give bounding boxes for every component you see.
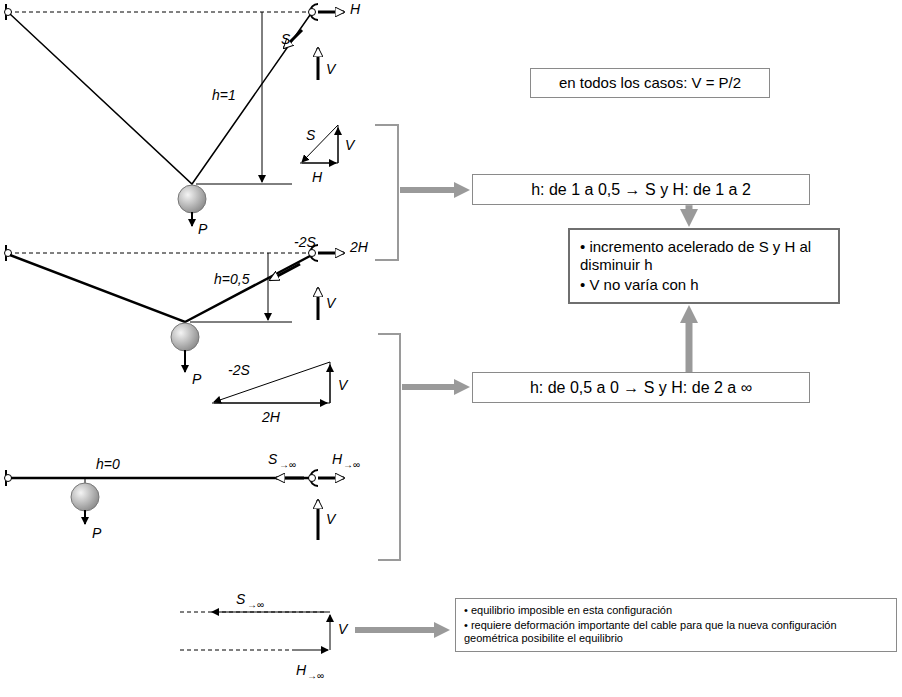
- force-label: -2S: [294, 235, 316, 249]
- text-box: • incremento acelerado de S y H al dismi…: [568, 228, 840, 304]
- box-text: en todos los casos: V = P/2: [539, 74, 761, 92]
- force-label: H: [332, 452, 342, 466]
- force-label: S: [306, 128, 315, 142]
- flow-arrow: [686, 205, 693, 213]
- force-label: H: [296, 663, 306, 677]
- force-label: P: [198, 222, 207, 236]
- force-label: H: [312, 170, 322, 184]
- force-label: S: [281, 32, 290, 46]
- subscript-label: →∞: [343, 460, 360, 470]
- text-box: • equilibrio imposible en esta configura…: [455, 598, 897, 652]
- force-label: V: [338, 622, 347, 636]
- force-label: P: [92, 526, 101, 540]
- force-label: 2H: [350, 240, 368, 254]
- force-label: V: [345, 138, 354, 152]
- text-box: h: de 0,5 a 0 → S y H: de 2 a ∞: [472, 372, 810, 403]
- box-text: • V no varía con h: [580, 276, 828, 294]
- flow-arrow: [686, 319, 693, 372]
- force-label: V: [326, 296, 335, 310]
- subscript-label: →∞: [247, 600, 264, 610]
- box-text: h: de 1 a 0,5 → S y H: de 1 a 2: [481, 180, 801, 199]
- force-label: H: [350, 2, 360, 16]
- subscript-label: →∞: [307, 671, 324, 681]
- force-label: P: [192, 372, 201, 386]
- box-text: • equilibrio imposible en esta configura…: [464, 604, 888, 617]
- text-box: h: de 1 a 0,5 → S y H: de 1 a 2: [472, 174, 810, 205]
- box-text: • incremento acelerado de S y H al dismi…: [580, 238, 828, 274]
- force-label: -2S: [228, 363, 250, 377]
- box-text: • requiere deformación importante del ca…: [464, 619, 888, 645]
- force-label: h=1: [212, 88, 236, 102]
- force-label: V: [338, 378, 347, 392]
- force-label: V: [326, 512, 335, 526]
- subscript-label: →∞: [279, 460, 296, 470]
- force-label: S: [268, 452, 277, 466]
- force-label: 2H: [262, 410, 280, 424]
- force-label: h=0,5: [214, 272, 249, 286]
- box-text: h: de 0,5 a 0 → S y H: de 2 a ∞: [481, 378, 801, 397]
- force-label: V: [326, 62, 335, 76]
- force-label: h=0: [96, 457, 120, 471]
- force-label: S: [236, 592, 245, 606]
- text-box: en todos los casos: V = P/2: [530, 68, 770, 98]
